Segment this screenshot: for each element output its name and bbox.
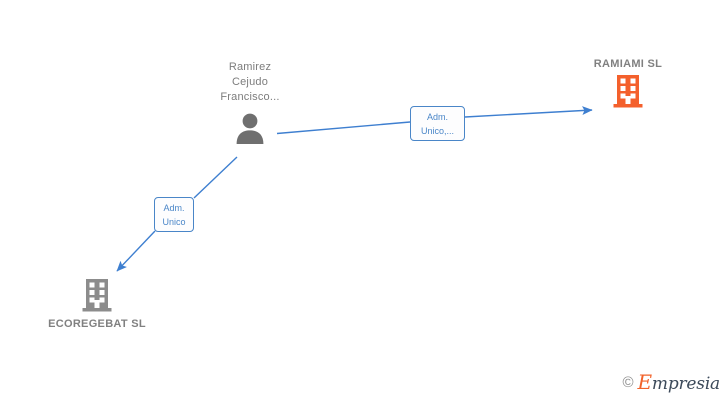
copyright-icon: © xyxy=(622,373,634,391)
brand-initial: E xyxy=(637,370,653,394)
company-ecoregebat-label: ECOREGEBAT SL xyxy=(48,318,146,330)
edge-label-adm-unico-ecoregebat[interactable]: Adm. Unico xyxy=(154,197,194,232)
company-ramiami-label: RAMIAMI SL xyxy=(593,58,663,70)
node-company-ecoregebat[interactable]: ECOREGEBAT SL xyxy=(22,278,172,330)
person-icon xyxy=(236,113,264,144)
brand-wordmark: Empresia xyxy=(638,370,721,394)
empresia-watermark: © Empresia xyxy=(622,370,720,394)
node-company-ramiami[interactable]: RAMIAMI SL xyxy=(553,58,703,108)
building-icon xyxy=(613,75,643,108)
brand-rest: mpresia xyxy=(651,374,720,394)
edge-label-adm-unico-ramiami[interactable]: Adm. Unico,... xyxy=(410,106,465,141)
building-icon xyxy=(82,279,112,312)
node-person-ramirez[interactable]: Ramirez Cejudo Francisco... xyxy=(190,60,310,145)
person-node-label: Ramirez Cejudo Francisco... xyxy=(220,61,280,103)
